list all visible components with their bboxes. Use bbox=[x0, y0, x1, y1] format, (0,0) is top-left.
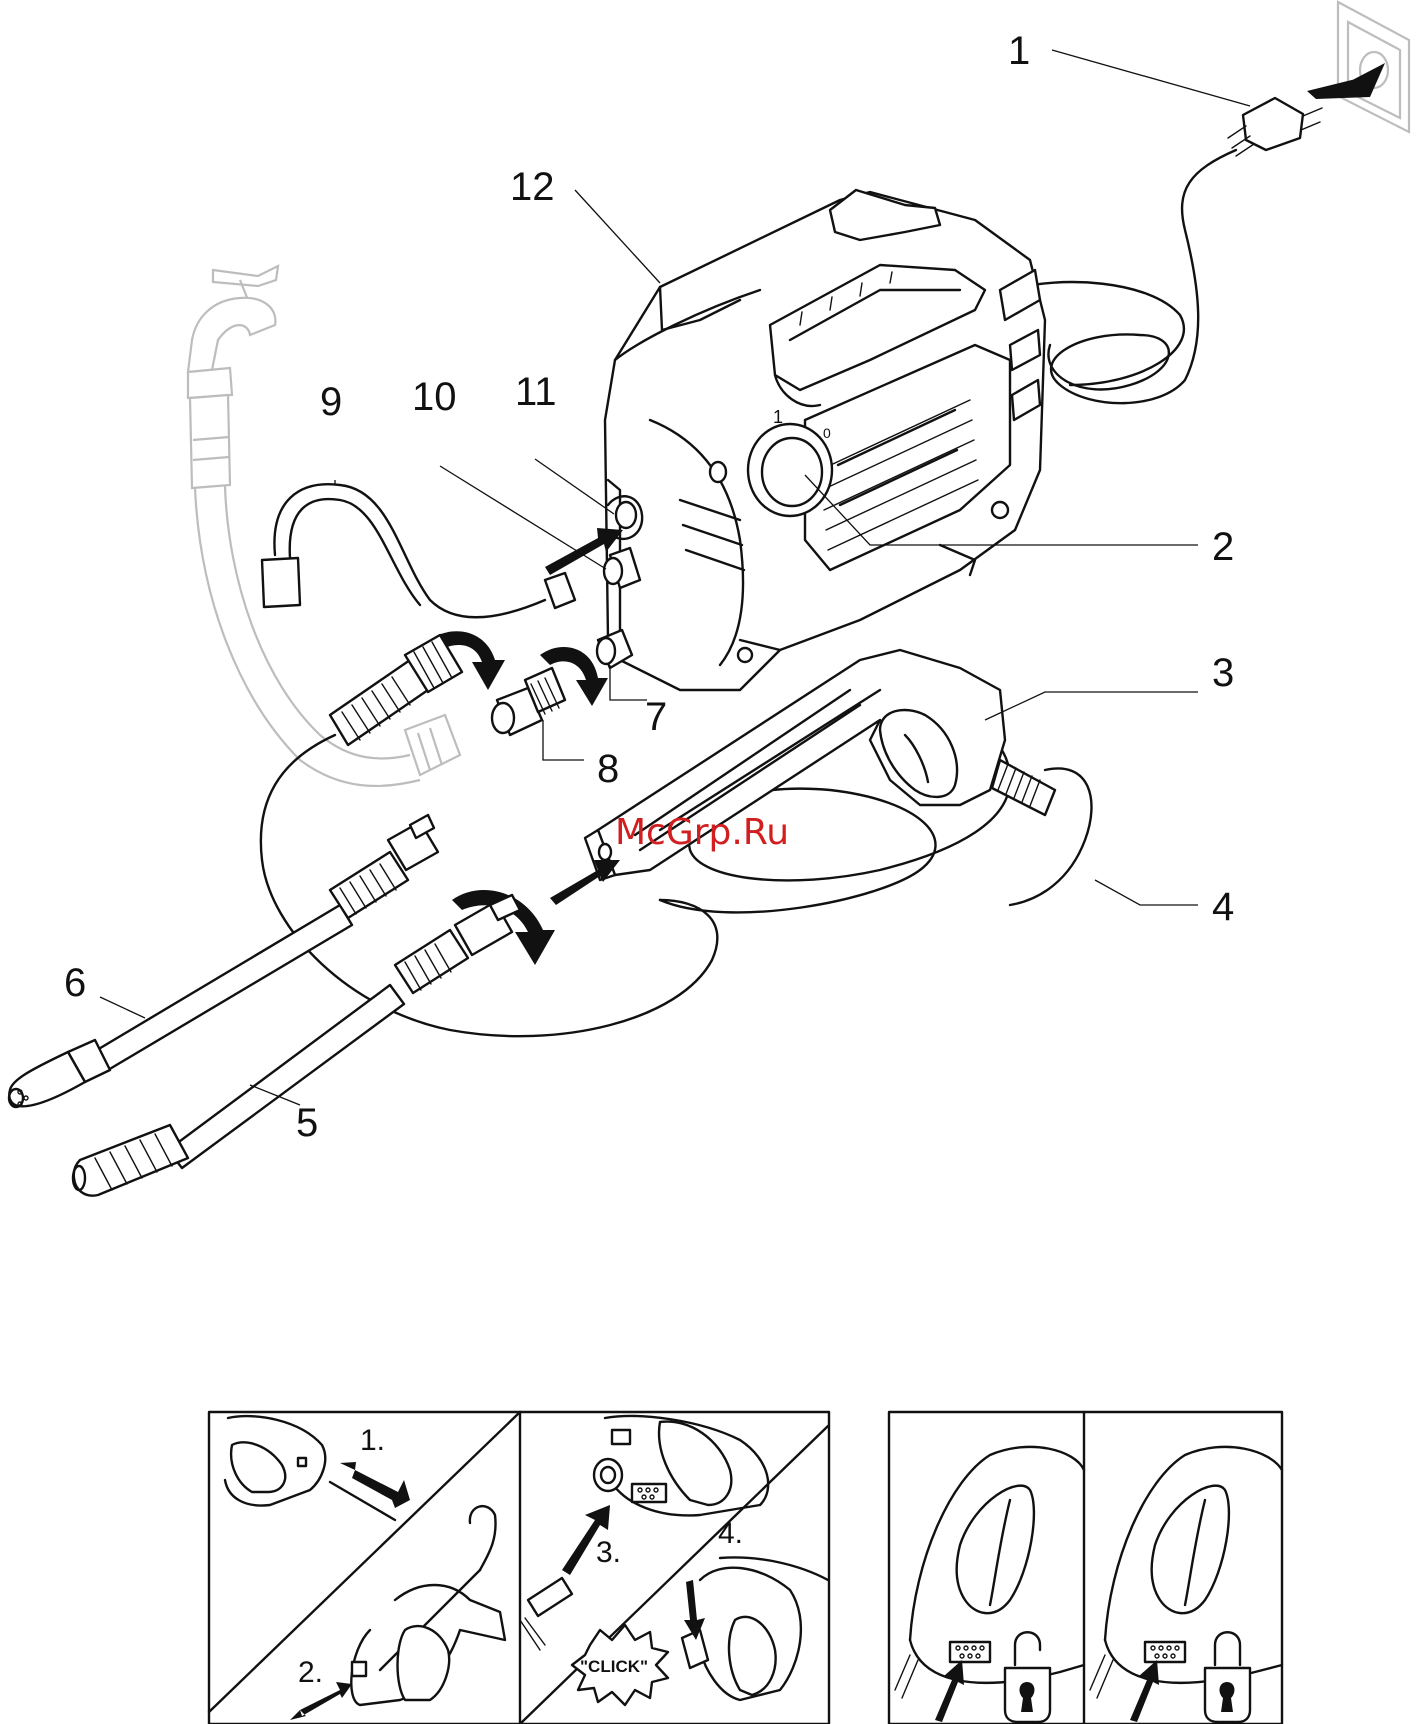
callout-6: 6 bbox=[64, 961, 86, 1005]
locked-padlock-icon bbox=[1205, 1632, 1250, 1722]
callout-8: 8 bbox=[597, 747, 619, 791]
click-label: "CLICK" bbox=[580, 1657, 648, 1676]
step-3-label: 3. bbox=[596, 1536, 621, 1569]
svg-text:1: 1 bbox=[773, 407, 783, 427]
lock-arrow bbox=[1130, 1660, 1159, 1722]
callout-7: 7 bbox=[645, 695, 667, 739]
svg-text:0: 0 bbox=[823, 425, 831, 441]
callout-5: 5 bbox=[296, 1101, 318, 1145]
hose-connection-steps-panel: "CLICK" 1. 2. 3. 4. bbox=[209, 1412, 829, 1724]
callout-10: 10 bbox=[412, 375, 457, 419]
step-1-label: 1. bbox=[360, 1424, 385, 1457]
step-4-label: 4. bbox=[718, 1517, 743, 1550]
wall-socket bbox=[1338, 2, 1409, 132]
step-1-arrow bbox=[340, 1462, 410, 1508]
watermark: McGrp.Ru bbox=[615, 812, 789, 853]
step-4-arrow bbox=[684, 1580, 705, 1640]
step-2-label: 2. bbox=[298, 1656, 323, 1689]
trigger-lock-panel bbox=[889, 1412, 1282, 1724]
unlock-arrow bbox=[935, 1660, 964, 1722]
callout-4: 4 bbox=[1212, 885, 1234, 929]
callout-1: 1 bbox=[1008, 29, 1030, 73]
unlocked-padlock-icon bbox=[1005, 1632, 1050, 1722]
power-cord bbox=[1048, 150, 1236, 403]
power-plug bbox=[1228, 98, 1322, 156]
callout-11: 11 bbox=[515, 370, 557, 414]
insert-arrow-lance bbox=[550, 860, 620, 905]
callout-3: 3 bbox=[1212, 651, 1234, 695]
supply-hose-coupling bbox=[405, 715, 460, 775]
callout-2: 2 bbox=[1212, 525, 1234, 569]
hose-adapter bbox=[492, 668, 565, 735]
callout-9: 9 bbox=[320, 380, 342, 424]
inlet-hose bbox=[262, 484, 575, 617]
water-tap bbox=[188, 266, 278, 488]
callout-12: 12 bbox=[510, 165, 555, 209]
